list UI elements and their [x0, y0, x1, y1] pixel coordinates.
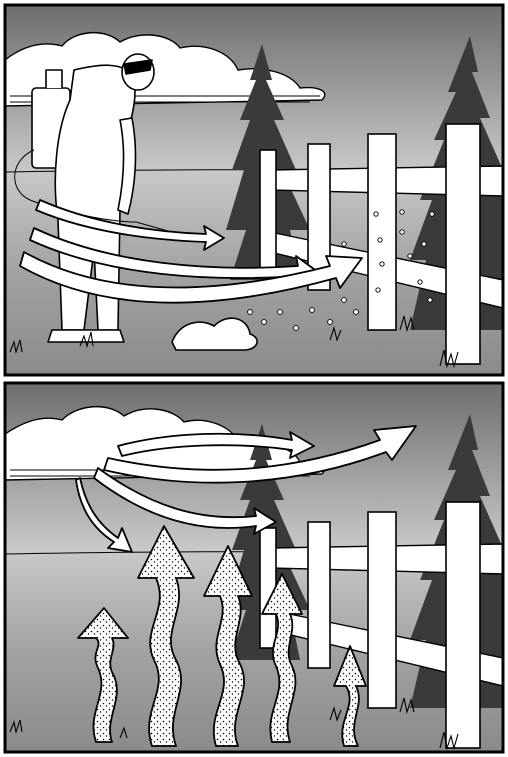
fence-post [260, 150, 276, 270]
panel-vapor-drift [5, 383, 503, 752]
fence-post [368, 512, 396, 708]
fence-post [446, 502, 480, 748]
panel-spray-drift [5, 5, 503, 375]
fence-post [368, 134, 396, 330]
fence-post [260, 528, 276, 648]
fence-post [446, 124, 480, 364]
fence-post [308, 522, 330, 668]
